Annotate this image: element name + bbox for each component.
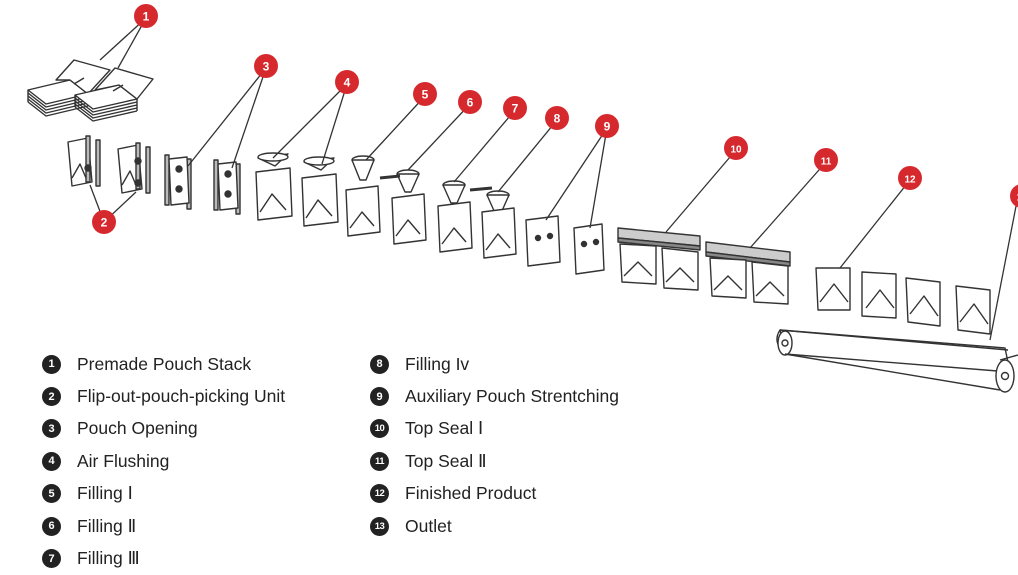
svg-text:10: 10: [730, 145, 742, 156]
legend-label: Filling Iv: [405, 353, 470, 374]
legend-number: 13: [370, 516, 389, 536]
legend-number: 10: [370, 419, 389, 439]
callout-2: 2: [92, 210, 116, 234]
legend-label: Filling Ⅱ: [77, 515, 137, 536]
svg-text:4: 4: [344, 76, 351, 90]
legend-label: Filling Ⅰ: [77, 483, 133, 504]
legend-label: Auxiliary Pouch Strentching: [405, 386, 619, 407]
legend-item-6: 6 Filling Ⅱ: [42, 510, 285, 542]
pouch-stretching-unit: [525, 215, 605, 275]
callout-6: 6: [458, 90, 482, 114]
legend-item-11: 11 Top Seal Ⅱ: [370, 445, 619, 477]
callout-11: 11: [814, 148, 838, 172]
air-flushing-unit: [255, 152, 339, 227]
legend-number: 5: [42, 484, 61, 504]
legend-number: 1: [42, 354, 61, 374]
legend-label: Outlet: [405, 515, 452, 536]
legend-label: Filling Ⅲ: [77, 548, 140, 569]
legend-item-4: 4 Air Flushing: [42, 445, 285, 477]
legend-item-13: 13 Outlet: [370, 510, 619, 542]
legend-item-3: 3 Pouch Opening: [42, 413, 285, 445]
finished-products: [815, 267, 991, 335]
legend-item-7: 7 Filling Ⅲ: [42, 542, 285, 574]
svg-text:3: 3: [263, 60, 270, 74]
legend-label: Premade Pouch Stack: [77, 353, 252, 374]
legend-column-right: 8 Filling Iv 9 Auxiliary Pouch Strentching…: [370, 348, 619, 542]
legend-label: Top Seal Ⅰ: [405, 418, 484, 439]
legend-label: Top Seal Ⅱ: [405, 450, 487, 471]
callout-4: 4: [335, 70, 359, 94]
svg-text:6: 6: [467, 96, 474, 110]
pouch-picking-unit: [67, 135, 151, 194]
legend-item-2: 2 Flip-out-pouch-picking Unit: [42, 380, 285, 412]
outlet-conveyor: [776, 329, 1018, 393]
pouch-opening-unit: [164, 154, 241, 215]
callout-7: 7: [503, 96, 527, 120]
svg-text:9: 9: [604, 120, 611, 134]
legend-number: 12: [370, 484, 389, 504]
svg-text:11: 11: [821, 157, 832, 168]
legend-number: 2: [42, 387, 61, 407]
callout-badges: 1 2 3 4 5 6 7 8 9 10 11 12 13: [92, 4, 1018, 234]
svg-text:13: 13: [1016, 193, 1018, 204]
top-seal-unit-1: [617, 227, 701, 291]
legend-number: 9: [370, 387, 389, 407]
legend-item-8: 8 Filling Iv: [370, 348, 619, 380]
premade-pouch-stack: [27, 59, 154, 122]
legend-item-10: 10 Top Seal Ⅰ: [370, 413, 619, 445]
callout-1: 1: [134, 4, 158, 28]
legend-number: 8: [370, 354, 389, 374]
svg-text:1: 1: [143, 10, 150, 24]
svg-text:12: 12: [904, 175, 916, 186]
callout-3: 3: [254, 54, 278, 78]
legend-number: 7: [42, 549, 61, 569]
callout-9: 9: [595, 114, 619, 138]
legend-item-9: 9 Auxiliary Pouch Strentching: [370, 380, 619, 412]
legend-item-5: 5 Filling Ⅰ: [42, 478, 285, 510]
legend-number: 6: [42, 516, 61, 536]
legend-label: Flip-out-pouch-picking Unit: [77, 386, 286, 407]
callout-12: 12: [898, 166, 922, 190]
svg-text:5: 5: [422, 88, 429, 102]
svg-text:2: 2: [101, 216, 108, 230]
top-seal-unit-2: [705, 241, 791, 305]
machine-stations: [27, 59, 1018, 393]
filling-units: [345, 155, 517, 259]
callout-5: 5: [413, 82, 437, 106]
legend-label: Pouch Opening: [77, 418, 198, 439]
callout-leaders: [89, 17, 1018, 341]
legend-number: 4: [42, 451, 61, 471]
legend-column-left: 1 Premade Pouch Stack 2 Flip-out-pouch-pic…: [42, 348, 285, 575]
legend-label: Air Flushing: [77, 450, 170, 471]
callout-10: 10: [724, 136, 748, 160]
callout-8: 8: [545, 106, 569, 130]
legend-label: Finished Product: [405, 483, 537, 504]
legend-number: 3: [42, 419, 61, 439]
legend-item-1: 1 Premade Pouch Stack: [42, 348, 285, 380]
legend-number: 11: [370, 451, 389, 471]
legend-item-12: 12 Finished Product: [370, 478, 619, 510]
svg-text:8: 8: [554, 112, 561, 126]
callout-13: 13: [1010, 184, 1018, 208]
svg-text:7: 7: [512, 102, 519, 116]
